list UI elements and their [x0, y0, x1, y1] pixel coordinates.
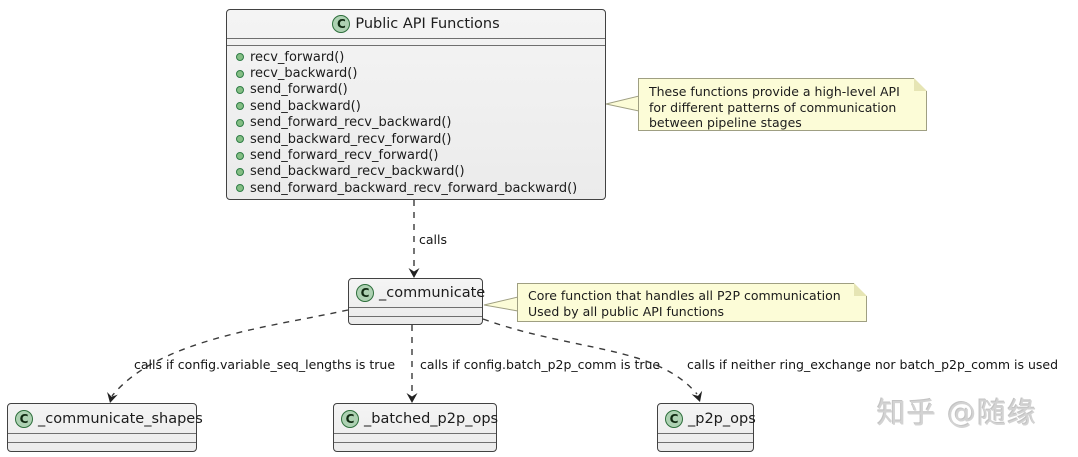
public-method-icon — [236, 102, 244, 111]
method-row: send_forward_recv_forward() — [236, 147, 597, 163]
class-title: Public API Functions — [355, 16, 500, 32]
methods-compartment — [8, 442, 196, 452]
fields-compartment — [8, 433, 196, 442]
class-header: C _batched_p2p_ops — [334, 404, 499, 433]
edge-label-neither: calls if neither ring_exchange nor batch… — [687, 357, 1059, 372]
method-label: send_forward_backward_recv_forward_backw… — [250, 180, 578, 196]
method-row: send_backward() — [236, 98, 597, 114]
arrowhead-p2p — [691, 390, 703, 402]
class-icon: C — [332, 15, 351, 33]
method-row: send_backward_recv_backward() — [236, 164, 597, 180]
class-icon: C — [15, 409, 33, 428]
fields-compartment — [334, 433, 496, 442]
method-label: send_backward() — [250, 98, 361, 114]
note-line: Core function that handles all P2P commu… — [528, 288, 841, 303]
fields-compartment — [227, 38, 605, 46]
method-label: send_backward_recv_backward() — [250, 164, 465, 180]
method-row: recv_forward() — [236, 49, 597, 65]
method-label: recv_forward() — [250, 49, 345, 65]
note-api-functions: These functions provide a high-level API… — [638, 78, 927, 131]
fields-compartment — [349, 307, 482, 316]
class-header: C _communicate_shapes — [8, 404, 203, 433]
class-batched-p2p-ops: C _batched_p2p_ops — [333, 403, 499, 452]
edge-communicate-to-p2p — [482, 318, 698, 395]
public-method-icon — [236, 118, 244, 127]
method-label: send_forward_recv_forward() — [250, 148, 439, 164]
method-label: send_forward() — [250, 82, 348, 98]
public-method-icon — [236, 69, 244, 78]
class-icon: C — [356, 284, 374, 302]
class-header: C Public API Functions — [227, 10, 605, 38]
class-title: _communicate_shapes — [38, 410, 203, 427]
class-icon: C — [341, 409, 359, 428]
note-communicate: Core function that handles all P2P commu… — [517, 283, 867, 322]
class-title: _p2p_ops — [688, 410, 756, 427]
method-row: send_forward_recv_backward() — [236, 115, 597, 131]
edge-communicate-to-shapes — [111, 309, 349, 397]
note-connector-communicate — [483, 296, 519, 312]
class-icon: C — [665, 409, 683, 428]
class-title: _batched_p2p_ops — [364, 410, 499, 427]
public-method-icon — [236, 53, 244, 62]
public-method-icon — [236, 184, 244, 193]
class-communicate: C _communicate — [348, 278, 486, 325]
arrowhead-shapes — [107, 391, 118, 403]
methods-compartment — [349, 316, 482, 325]
zhihu-watermark: 知乎 @随缘 — [877, 396, 1038, 430]
method-row: send_forward() — [236, 82, 597, 98]
note-line: between pipeline stages — [649, 115, 802, 131]
methods-compartment: recv_forward() recv_backward() send_forw… — [227, 46, 605, 197]
public-method-icon — [236, 151, 244, 160]
class-p2p-ops: C _p2p_ops — [657, 403, 756, 452]
method-row: recv_backward() — [236, 65, 597, 81]
method-label: send_forward_recv_backward() — [250, 115, 452, 131]
public-method-icon — [236, 85, 244, 94]
fields-compartment — [658, 433, 753, 442]
note-line: Used by all public API functions — [528, 303, 725, 319]
method-row: send_forward_backward_recv_forward_backw… — [236, 180, 597, 196]
note-connector-api — [605, 95, 640, 112]
method-row: send_backward_recv_forward() — [236, 131, 597, 147]
methods-compartment — [334, 442, 496, 452]
class-communicate-shapes: C _communicate_shapes — [7, 403, 203, 452]
public-method-icon — [236, 167, 244, 176]
class-header: C _communicate — [349, 279, 486, 307]
arrowhead-batched — [406, 393, 418, 403]
methods-compartment — [658, 442, 753, 452]
public-method-icon — [236, 135, 244, 144]
class-header: C _p2p_ops — [658, 404, 756, 433]
method-label: recv_backward() — [250, 66, 358, 82]
edge-label-calls: calls — [419, 232, 447, 247]
edge-label-variable-seq-lengths: calls if config.variable_seq_lengths is … — [134, 357, 396, 372]
class-title: _communicate — [379, 285, 486, 301]
method-label: send_backward_recv_forward() — [250, 131, 452, 147]
note-line: for different patterns of communication — [649, 99, 897, 115]
edge-label-batch-p2p-comm: calls if config.batch_p2p_comm is true — [420, 357, 661, 372]
class-public-api-functions: C Public API Functions recv_forward() re… — [226, 9, 606, 200]
note-line: These functions provide a high-level API — [649, 84, 900, 99]
arrowhead-communicate — [408, 268, 420, 278]
